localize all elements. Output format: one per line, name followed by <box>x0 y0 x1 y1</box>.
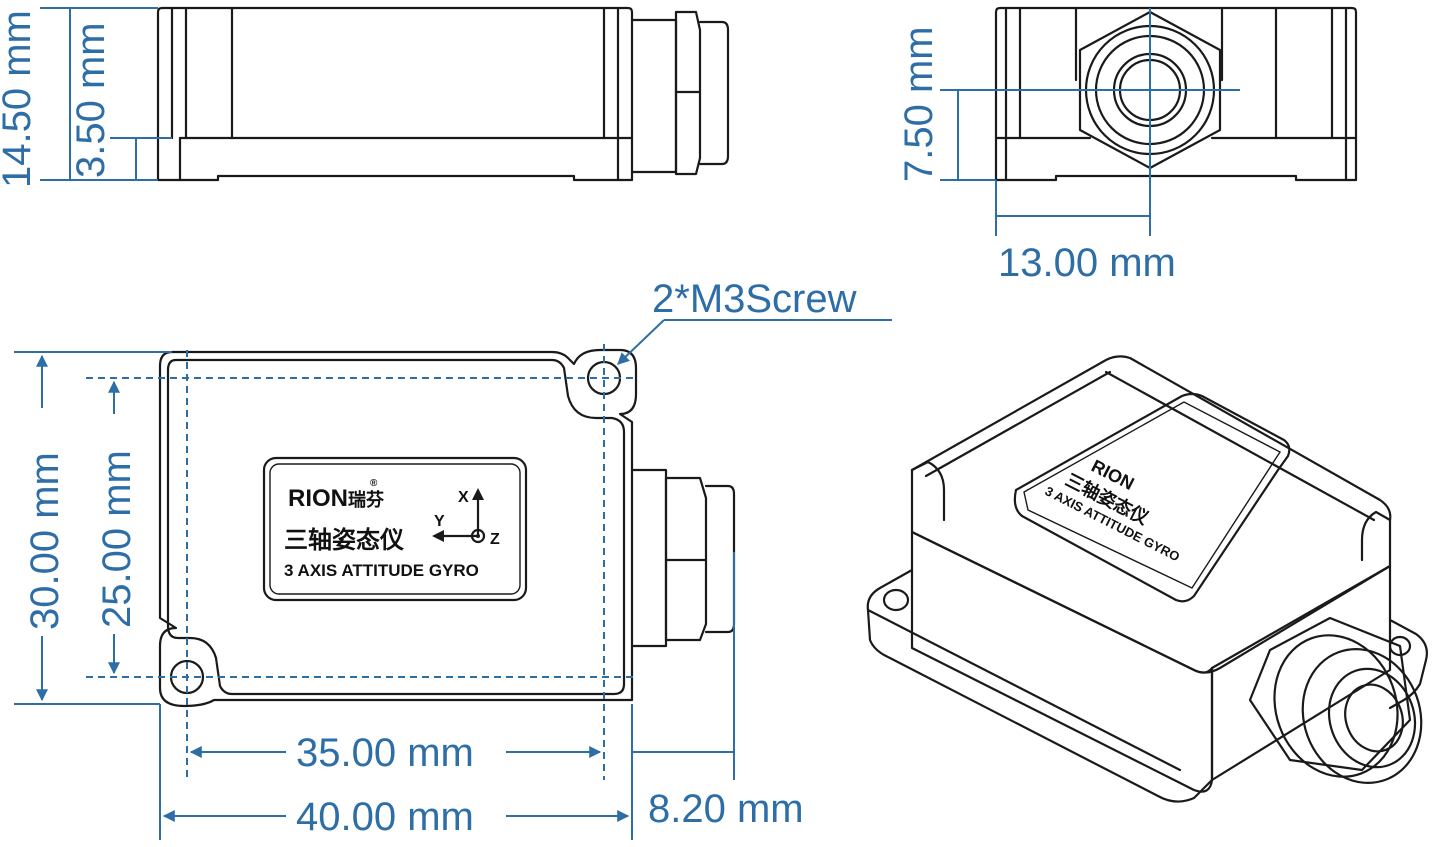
side-dimensions: 14.50 mm 3.50 mm <box>0 7 172 188</box>
product-name-en: 3 AXIS ATTITUDE GYRO <box>284 561 479 580</box>
dim-hole-horizontal-spacing: 35.00 mm <box>296 731 474 775</box>
dim-side-total-height: 14.50 mm <box>0 10 39 188</box>
dim-end-center-height: 7.50 mm <box>897 26 941 182</box>
dim-side-base-height: 3.50 mm <box>69 22 113 178</box>
axis-x-label: X <box>458 489 469 506</box>
brand-cn-text: 瑞芬 <box>348 489 385 510</box>
dim-hole-vertical-spacing: 25.00 mm <box>95 450 139 628</box>
registered-mark: ® <box>370 478 378 489</box>
brand-logo-text: RION <box>288 485 348 512</box>
end-dimensions: 7.50 mm 13.00 mm <box>897 8 1240 285</box>
axis-y-label: Y <box>434 513 445 530</box>
isometric-view: RION 三轴姿态仪 3 AXIS ATTITUDE GYRO <box>866 355 1428 803</box>
top-dimensions: 30.00 mm 25.00 mm 35.00 mm 40.00 mm 8.20… <box>14 277 892 840</box>
dim-screw-callout: 2*M3Screw <box>652 277 857 321</box>
side-view <box>156 6 730 182</box>
end-view <box>994 6 1358 182</box>
top-view <box>158 348 736 708</box>
nameplate-label: RION 瑞芬 ® 三轴姿态仪 3 AXIS ATTITUDE GYRO X Y… <box>284 478 500 580</box>
dim-end-half-width: 13.00 mm <box>998 241 1176 285</box>
product-name-cn: 三轴姿态仪 <box>284 526 405 554</box>
dim-top-height: 30.00 mm <box>23 452 67 630</box>
dim-connector-length: 8.20 mm <box>648 787 804 831</box>
axis-z-label: Z <box>490 531 500 548</box>
dim-body-width: 40.00 mm <box>296 795 474 839</box>
